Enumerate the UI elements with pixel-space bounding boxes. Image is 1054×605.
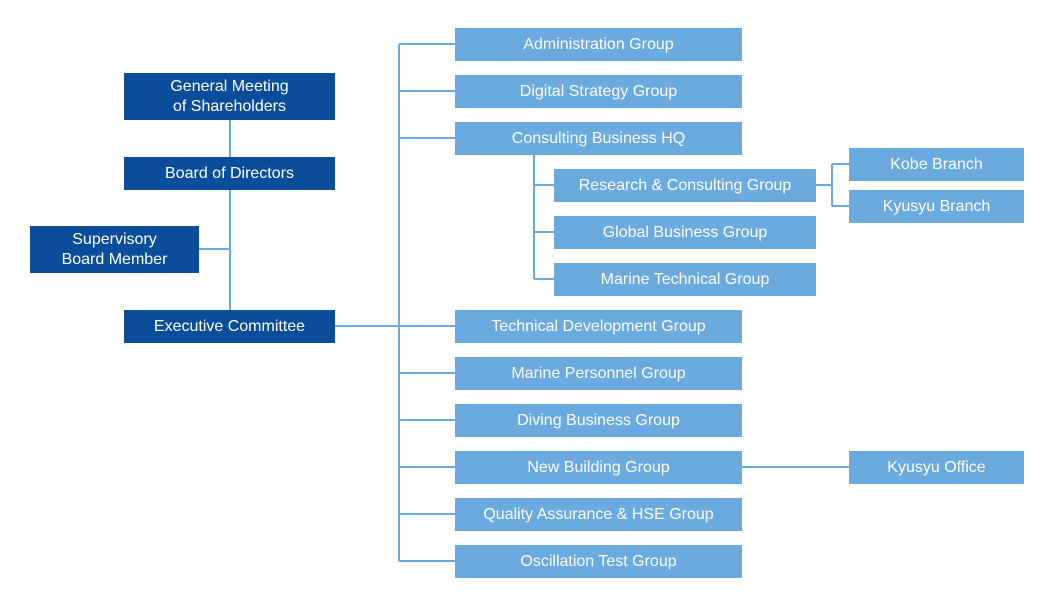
marine-technical-group-box: Marine Technical Group <box>554 263 816 296</box>
marine-personnel-group-box: Marine Personnel Group <box>455 357 742 390</box>
new-building-group-box: New Building Group <box>455 451 742 484</box>
diving-business-group-box: Diving Business Group <box>455 404 742 437</box>
board-of-directors-box: Board of Directors <box>124 157 335 190</box>
research-consulting-group-box: Research & Consulting Group <box>554 169 816 202</box>
supervisory-board-box: Supervisory Board Member <box>30 226 199 273</box>
consulting-business-hq-box: Consulting Business HQ <box>455 122 742 155</box>
executive-committee-box: Executive Committee <box>124 310 335 343</box>
quality-assurance-group-box: Quality Assurance & HSE Group <box>455 498 742 531</box>
oscillation-test-group-box: Oscillation Test Group <box>455 545 742 578</box>
kyusyu-branch-box: Kyusyu Branch <box>849 190 1024 223</box>
kyusyu-office-box: Kyusyu Office <box>849 451 1024 484</box>
global-business-group-box: Global Business Group <box>554 216 816 249</box>
technical-development-group-box: Technical Development Group <box>455 310 742 343</box>
digital-strategy-group-box: Digital Strategy Group <box>455 75 742 108</box>
administration-group-box: Administration Group <box>455 28 742 61</box>
kobe-branch-box: Kobe Branch <box>849 148 1024 181</box>
shareholders-box: General Meeting of Shareholders <box>124 73 335 120</box>
